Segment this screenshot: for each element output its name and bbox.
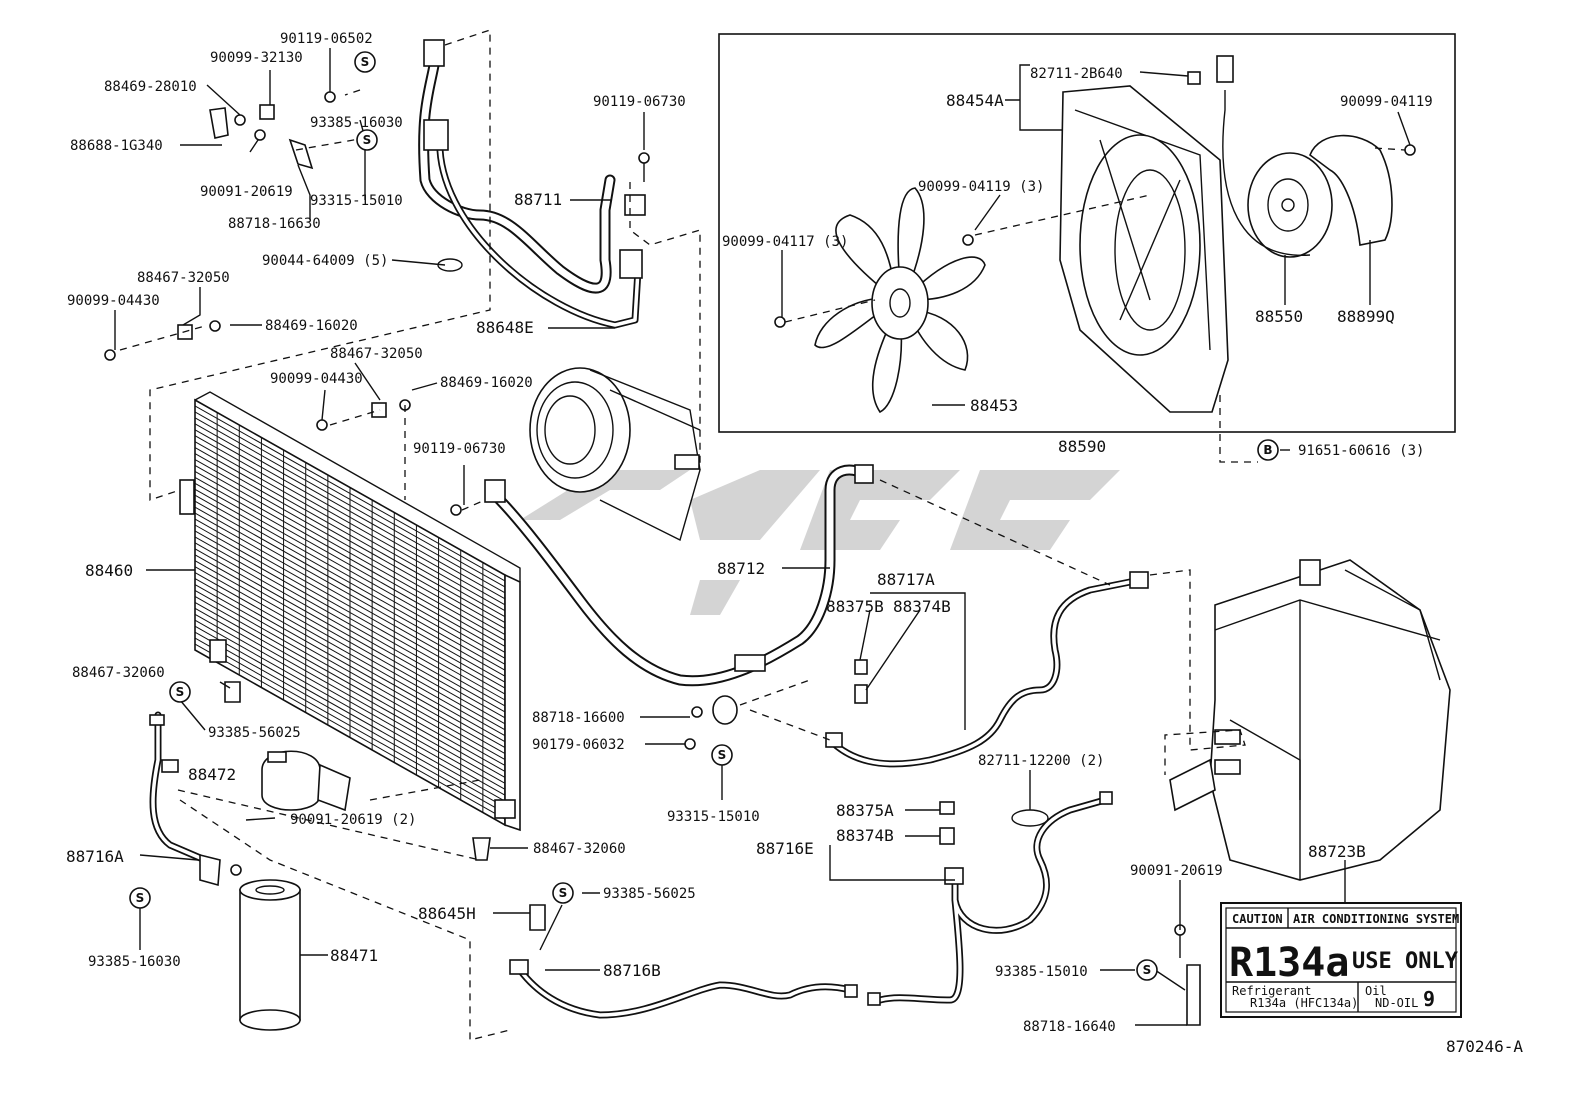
label-88899Q: 88899Q	[1337, 307, 1395, 326]
svg-text:S: S	[559, 886, 568, 900]
label-88716A: 88716A	[66, 847, 124, 866]
label-90119-06730-top: 90119-06730	[593, 94, 686, 110]
svg-text:S: S	[176, 685, 185, 699]
label-88590: 88590	[1058, 437, 1106, 456]
b-marker: B	[1257, 439, 1279, 461]
label-93385-16030-top: 93385-16030	[310, 115, 403, 131]
diagram-id: 870246-A	[1446, 1037, 1523, 1056]
caution-label: CAUTION AIR CONDITIONING SYSTEM R134a US…	[1220, 902, 1462, 1018]
compressor	[529, 367, 701, 542]
label-90099-32130: 90099-32130	[210, 50, 303, 66]
leader-lines	[114, 48, 1411, 1026]
label-90091-20619: 90091-20619	[200, 184, 293, 200]
label-93315-15010-top: 93315-15010	[310, 193, 403, 209]
oil-label: Oil	[1365, 984, 1387, 998]
label-88645H: 88645H	[418, 904, 476, 923]
label-88648E: 88648E	[476, 318, 534, 337]
oil-value: ND-OIL	[1375, 996, 1418, 1010]
label-88460: 88460	[85, 561, 133, 580]
label-88718-16640: 88718-16640	[1023, 1019, 1116, 1035]
watermark-logo	[520, 470, 1120, 615]
fan-assembly-box	[718, 33, 1456, 433]
refrigerant-label: Refrigerant	[1232, 984, 1311, 998]
label-90179-06032: 90179-06032	[532, 737, 625, 753]
label-90044-64009: 90044-64009 (5)	[262, 253, 388, 269]
label-93315-15010-mid: 93315-15010	[667, 809, 760, 825]
oil-grade: 9	[1423, 987, 1435, 1011]
label-82711-12200: 82711-12200 (2)	[978, 753, 1104, 769]
svg-text:B: B	[1263, 443, 1272, 457]
label-88467-32060-b: 88467-32060	[533, 841, 626, 857]
fan-shroud	[1059, 85, 1229, 413]
label-88472: 88472	[188, 765, 236, 784]
fittings	[149, 39, 1201, 1026]
label-90099-04119-3: 90099-04119 (3)	[918, 179, 1044, 195]
label-88469-16020-b: 88469-16020	[440, 375, 533, 391]
refrigerant-value: R134a (HFC134a)	[1250, 996, 1358, 1010]
label-88550: 88550	[1255, 307, 1303, 326]
evaporator-unit	[1169, 559, 1451, 881]
dashed-lines	[119, 29, 1406, 1041]
label-88469-28010: 88469-28010	[104, 79, 197, 95]
label-88717A: 88717A	[877, 570, 935, 589]
motor-cover	[1309, 134, 1393, 246]
s-marker: S	[129, 887, 151, 909]
fan-motor	[1216, 55, 1333, 258]
caution-text: CAUTION	[1232, 912, 1283, 926]
label-88718-16630: 88718-16630	[228, 216, 321, 232]
label-88716B: 88716B	[603, 961, 661, 980]
svg-text:S: S	[136, 891, 145, 905]
svg-text:S: S	[718, 748, 727, 762]
dryer-bracket	[261, 750, 351, 812]
s-marker: S	[552, 882, 574, 904]
label-88718-16600: 88718-16600	[532, 710, 625, 726]
label-88453: 88453	[970, 396, 1018, 415]
label-90091-20619-r: 90091-20619	[1130, 863, 1223, 879]
label-90099-04430-b: 90099-04430	[270, 371, 363, 387]
s-marker: S	[354, 51, 376, 73]
label-82711-2B640: 82711-2B640	[1030, 66, 1123, 82]
label-91651-60616: 91651-60616 (3)	[1298, 443, 1424, 459]
label-88374B: 88374B	[893, 597, 951, 616]
label-88467-32050-a: 88467-32050	[137, 270, 230, 286]
s-marker: S	[1136, 959, 1158, 981]
svg-text:S: S	[1143, 963, 1152, 977]
fan-blades	[814, 187, 986, 414]
label-88688-1G340: 88688-1G340	[70, 138, 163, 154]
label-90099-04119-r: 90099-04119	[1340, 94, 1433, 110]
s-marker: S	[356, 129, 378, 151]
part-labels: 90119-06502 90099-32130 88469-28010 8868…	[66, 31, 1523, 1056]
label-88723B: 88723B	[1308, 842, 1366, 861]
label-90119-06730-mid: 90119-06730	[413, 441, 506, 457]
label-88454A: 88454A	[946, 91, 1004, 110]
label-88375B: 88375B	[826, 597, 884, 616]
refrigerant-code: R134a	[1229, 940, 1349, 986]
label-90099-04430-a: 90099-04430	[67, 293, 160, 309]
svg-text:S: S	[363, 133, 372, 147]
label-93385-56025-b: 93385-56025	[603, 886, 696, 902]
label-88467-32060-a: 88467-32060	[72, 665, 165, 681]
label-88711: 88711	[514, 190, 562, 209]
label-90119-06502: 90119-06502	[280, 31, 373, 47]
label-93385-16030-bot: 93385-16030	[88, 954, 181, 970]
label-93385-56025-a: 93385-56025	[208, 725, 301, 741]
system-text: AIR CONDITIONING SYSTEM	[1293, 912, 1459, 926]
label-88469-16020-a: 88469-16020	[265, 318, 358, 334]
svg-text:S: S	[361, 55, 370, 69]
s-marker: S	[169, 681, 191, 703]
label-88467-32050-b: 88467-32050	[330, 346, 423, 362]
label-88375A: 88375A	[836, 801, 894, 820]
label-88712: 88712	[717, 559, 765, 578]
use-only-text: USE ONLY	[1352, 949, 1459, 974]
label-88716E: 88716E	[756, 839, 814, 858]
label-90091-20619-2: 90091-20619 (2)	[290, 812, 416, 828]
condenser	[179, 391, 521, 832]
receiver-dryer	[239, 879, 301, 1031]
label-88374B-2: 88374B	[836, 826, 894, 845]
label-88471: 88471	[330, 946, 378, 965]
s-marker: S	[711, 744, 733, 766]
label-93385-15010: 93385-15010	[995, 964, 1088, 980]
label-90099-04117-3: 90099-04117 (3)	[722, 234, 848, 250]
